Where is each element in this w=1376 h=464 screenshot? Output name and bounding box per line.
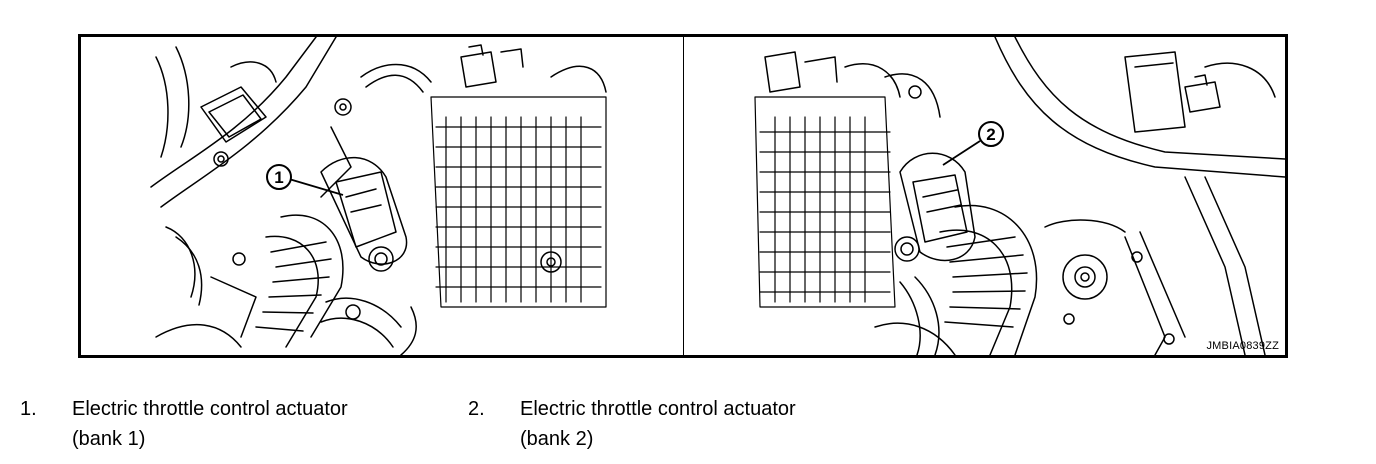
legend-text-2-line-1: Electric throttle control actuator — [520, 398, 796, 420]
engine-illustration-frame: 1 — [78, 34, 1288, 358]
legend-number-2: 2. — [468, 398, 485, 420]
legend-text-2: Electric throttle control actuator (bank… — [520, 394, 796, 454]
legend-text-1-line-1: Electric throttle control actuator — [72, 398, 348, 420]
legend-text-1-line-2: (bank 1) — [72, 428, 146, 450]
callout-2-label: 2 — [986, 125, 995, 144]
svg-text:1: 1 — [274, 168, 283, 187]
callout-1-marker — [266, 164, 344, 196]
illustration-panel-bank-2: 2 JMBIA0839ZZ — [685, 37, 1285, 355]
figure-code: JMBIA0839ZZ — [1206, 340, 1279, 352]
engine-drawing-bank-2 — [754, 37, 1285, 355]
panel-divider — [683, 37, 684, 355]
legend-text-1: Electric throttle control actuator (bank… — [72, 394, 348, 454]
callout-2-marker — [942, 121, 1004, 166]
engine-drawing-bank-1 — [150, 37, 607, 355]
svg-text:2: 2 — [986, 125, 995, 144]
callout-1-label: 1 — [274, 168, 283, 187]
legend-text-2-line-2: (bank 2) — [520, 428, 594, 450]
illustration-panel-bank-1: 1 — [81, 37, 681, 355]
legend-number-1: 1. — [20, 398, 37, 420]
